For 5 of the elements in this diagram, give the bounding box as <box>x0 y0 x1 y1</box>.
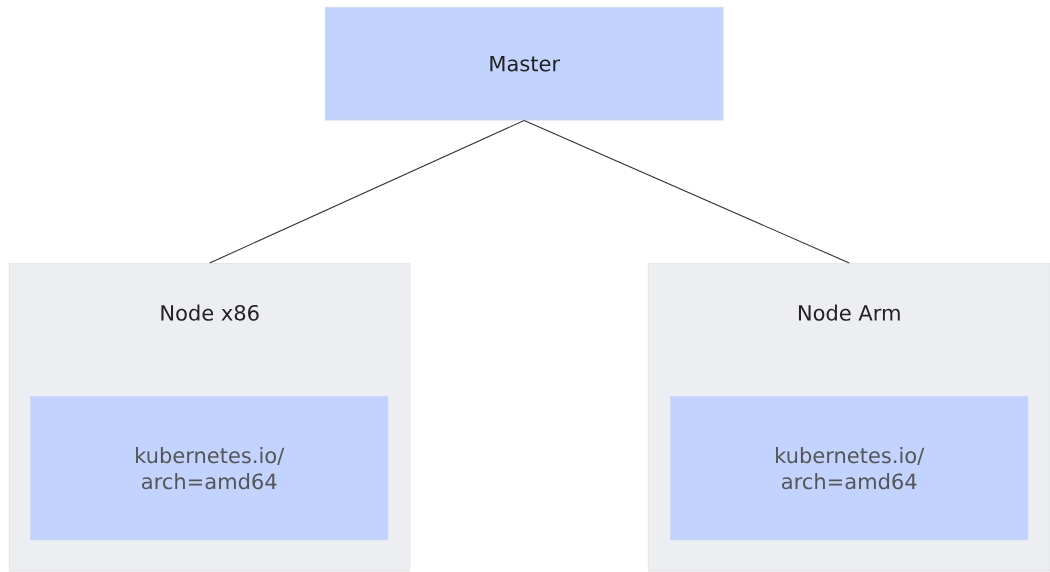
master-box: Master <box>325 7 724 121</box>
label-box: kubernetes.io/ arch=amd64 <box>30 396 389 541</box>
connector-line <box>209 119 525 264</box>
connector-line <box>523 119 850 264</box>
label-box: kubernetes.io/ arch=amd64 <box>670 396 1029 541</box>
